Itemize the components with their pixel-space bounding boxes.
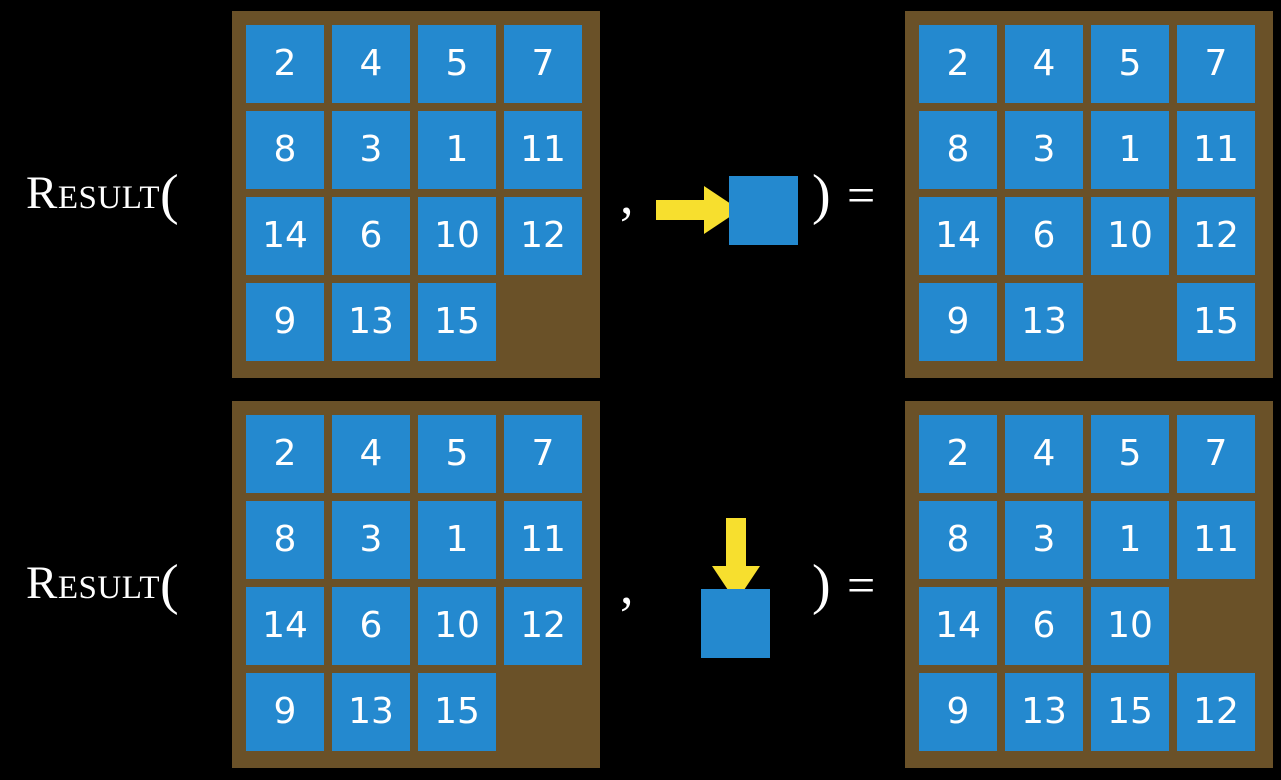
tile[interactable]: 5 — [418, 415, 496, 493]
close-paren-bottom: ) — [812, 554, 831, 616]
result-word-top: Result — [26, 167, 160, 219]
tile[interactable]: 4 — [332, 25, 410, 103]
open-paren-bottom: ( — [159, 554, 180, 616]
tile[interactable]: 1 — [1091, 111, 1169, 189]
close-paren-top: ) — [812, 164, 831, 226]
tile[interactable]: 12 — [1177, 197, 1255, 275]
tile[interactable]: 3 — [332, 501, 410, 579]
comma-separator-top: , — [620, 165, 634, 225]
tile[interactable]: 2 — [919, 25, 997, 103]
tile[interactable]: 4 — [1005, 25, 1083, 103]
tile[interactable]: 11 — [504, 111, 582, 189]
equation-row-top: Result( 2 4 5 7 8 3 1 11 14 6 10 12 9 13… — [26, 0, 1273, 390]
move-right-action — [640, 0, 820, 390]
tile[interactable]: 8 — [919, 111, 997, 189]
output-board-bottom: 2 4 5 7 8 3 1 11 14 6 10 9 13 15 12 — [905, 401, 1273, 768]
tile[interactable]: 9 — [246, 673, 324, 751]
tile[interactable]: 10 — [1091, 587, 1169, 665]
move-down-action — [640, 390, 820, 780]
tile[interactable]: 2 — [246, 25, 324, 103]
tile[interactable]: 15 — [1177, 283, 1255, 361]
arrow-right-icon — [656, 186, 740, 234]
tile[interactable]: 7 — [504, 415, 582, 493]
open-paren-top: ( — [159, 164, 180, 226]
tile[interactable]: 10 — [418, 587, 496, 665]
tile[interactable]: 7 — [1177, 415, 1255, 493]
result-function-label-top: Result( — [26, 167, 179, 223]
tile[interactable]: 6 — [1005, 587, 1083, 665]
blank-tile-icon — [729, 176, 798, 245]
tile[interactable]: 11 — [1177, 111, 1255, 189]
blank-tile-icon — [701, 589, 770, 658]
result-word-bottom: Result — [26, 557, 160, 609]
empty-slot[interactable] — [1177, 587, 1255, 665]
tile[interactable]: 1 — [418, 111, 496, 189]
tile[interactable]: 1 — [1091, 501, 1169, 579]
empty-slot[interactable] — [504, 283, 582, 361]
result-function-label-bottom: Result( — [26, 557, 179, 613]
input-board-top: 2 4 5 7 8 3 1 11 14 6 10 12 9 13 15 — [232, 11, 600, 378]
tile[interactable]: 3 — [1005, 111, 1083, 189]
tile[interactable]: 3 — [1005, 501, 1083, 579]
tile[interactable]: 13 — [1005, 673, 1083, 751]
tile[interactable]: 9 — [246, 283, 324, 361]
tile[interactable]: 13 — [1005, 283, 1083, 361]
tile[interactable]: 14 — [246, 587, 324, 665]
tile[interactable]: 6 — [1005, 197, 1083, 275]
tile[interactable]: 3 — [332, 111, 410, 189]
tile[interactable]: 13 — [332, 283, 410, 361]
tile[interactable]: 12 — [1177, 673, 1255, 751]
tile[interactable]: 7 — [1177, 25, 1255, 103]
tile[interactable]: 14 — [919, 197, 997, 275]
comma-separator-bottom: , — [620, 555, 634, 615]
tile[interactable]: 15 — [418, 283, 496, 361]
output-board-top: 2 4 5 7 8 3 1 11 14 6 10 12 9 13 15 — [905, 11, 1273, 378]
equation-row-bottom: Result( 2 4 5 7 8 3 1 11 14 6 10 12 9 13… — [0, 390, 1281, 780]
tile[interactable]: 14 — [919, 587, 997, 665]
tile[interactable]: 8 — [919, 501, 997, 579]
arrow-down-icon — [712, 518, 760, 602]
input-board-bottom: 2 4 5 7 8 3 1 11 14 6 10 12 9 13 15 — [232, 401, 600, 768]
tile[interactable]: 10 — [418, 197, 496, 275]
tile[interactable]: 5 — [1091, 415, 1169, 493]
tile[interactable]: 1 — [418, 501, 496, 579]
tile[interactable]: 9 — [919, 283, 997, 361]
tile[interactable]: 8 — [246, 111, 324, 189]
tile[interactable]: 14 — [246, 197, 324, 275]
equals-sign-top: = — [847, 167, 876, 223]
tile[interactable]: 15 — [418, 673, 496, 751]
tile[interactable]: 10 — [1091, 197, 1169, 275]
tile[interactable]: 11 — [1177, 501, 1255, 579]
tile[interactable]: 6 — [332, 587, 410, 665]
tile[interactable]: 8 — [246, 501, 324, 579]
tile[interactable]: 5 — [1091, 25, 1169, 103]
tile[interactable]: 5 — [418, 25, 496, 103]
tile[interactable]: 12 — [504, 587, 582, 665]
tile[interactable]: 2 — [246, 415, 324, 493]
tile[interactable]: 6 — [332, 197, 410, 275]
empty-slot[interactable] — [1091, 283, 1169, 361]
tile[interactable]: 7 — [504, 25, 582, 103]
tile[interactable]: 13 — [332, 673, 410, 751]
tile[interactable]: 9 — [919, 673, 997, 751]
tile[interactable]: 15 — [1091, 673, 1169, 751]
tile[interactable]: 11 — [504, 501, 582, 579]
tile[interactable]: 4 — [332, 415, 410, 493]
tile[interactable]: 2 — [919, 415, 997, 493]
tile[interactable]: 4 — [1005, 415, 1083, 493]
empty-slot[interactable] — [504, 673, 582, 751]
tile[interactable]: 12 — [504, 197, 582, 275]
equals-sign-bottom: = — [847, 557, 876, 613]
